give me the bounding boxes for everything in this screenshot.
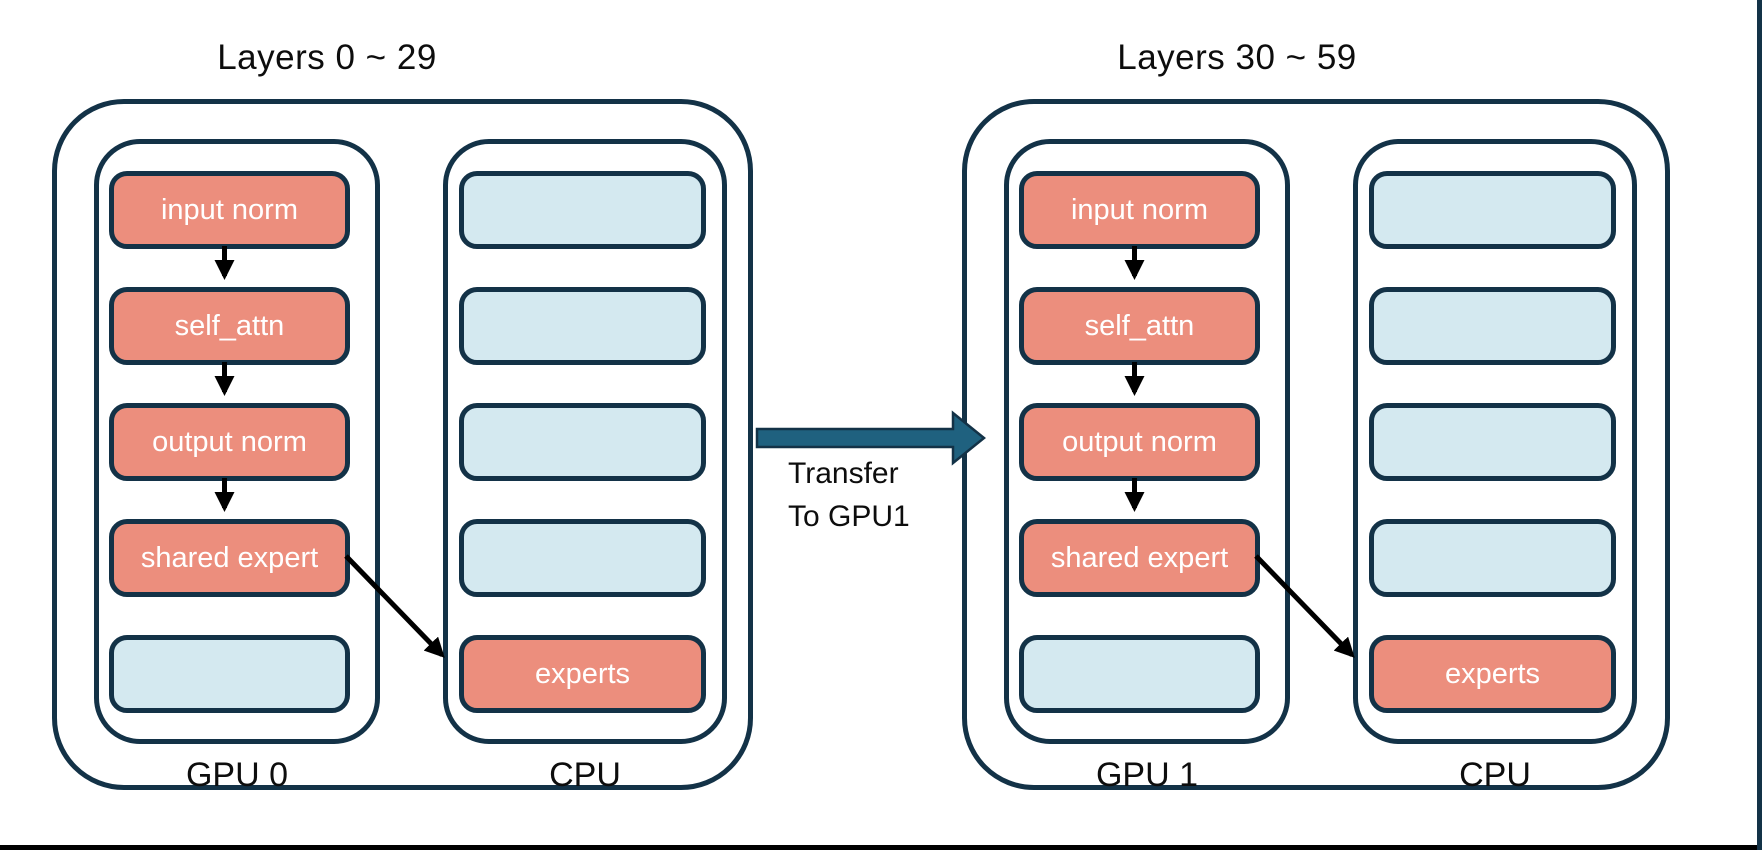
page-bottom-edge — [0, 845, 1762, 850]
transfer-label: Transfer To GPU1 — [788, 452, 910, 538]
gpu0-box-shared-expert: shared expert — [109, 519, 350, 597]
cpu-column-left — [443, 139, 727, 744]
cpu-column-right — [1353, 139, 1637, 744]
gpu0-label: GPU 0 — [185, 756, 289, 794]
cpu-left-slot-4 — [459, 519, 706, 597]
cpu-right-slot-1 — [1369, 171, 1616, 249]
page-right-edge — [1757, 0, 1762, 850]
gpu0-box-input-norm: input norm — [109, 171, 350, 249]
layer-group-30-59: input norm self_attn output norm shared … — [962, 99, 1670, 794]
cpu-label-left: CPU — [549, 756, 621, 794]
gpu0-box-output-norm: output norm — [109, 403, 350, 481]
cpu-label-right: CPU — [1459, 756, 1531, 794]
cpu-right-slot-3 — [1369, 403, 1616, 481]
cpu-left-slot-3 — [459, 403, 706, 481]
gpu1-column — [1004, 139, 1290, 744]
gpu0-column — [94, 139, 380, 744]
gpu1-box-output-norm: output norm — [1019, 403, 1260, 481]
cpu-left-slot-1 — [459, 171, 706, 249]
group-title-layers-30-59: Layers 30 ~ 59 — [1117, 38, 1357, 77]
transfer-label-line2: To GPU1 — [788, 500, 910, 533]
gpu1-empty-slot — [1019, 635, 1260, 713]
gpu1-box-self-attn: self_attn — [1019, 287, 1260, 365]
transfer-label-line1: Transfer — [788, 457, 899, 490]
cpu-left-box-experts: experts — [459, 635, 706, 713]
cpu-right-slot-4 — [1369, 519, 1616, 597]
layer-group-0-29: input norm self_attn output norm shared … — [52, 99, 753, 794]
gpu1-label: GPU 1 — [1095, 756, 1199, 794]
gpu1-box-shared-expert: shared expert — [1019, 519, 1260, 597]
gpu0-empty-slot — [109, 635, 350, 713]
cpu-right-slot-2 — [1369, 287, 1616, 365]
cpu-right-box-experts: experts — [1369, 635, 1616, 713]
gpu0-box-self-attn: self_attn — [109, 287, 350, 365]
group-title-layers-0-29: Layers 0 ~ 29 — [217, 38, 437, 77]
gpu1-box-input-norm: input norm — [1019, 171, 1260, 249]
cpu-left-slot-2 — [459, 287, 706, 365]
